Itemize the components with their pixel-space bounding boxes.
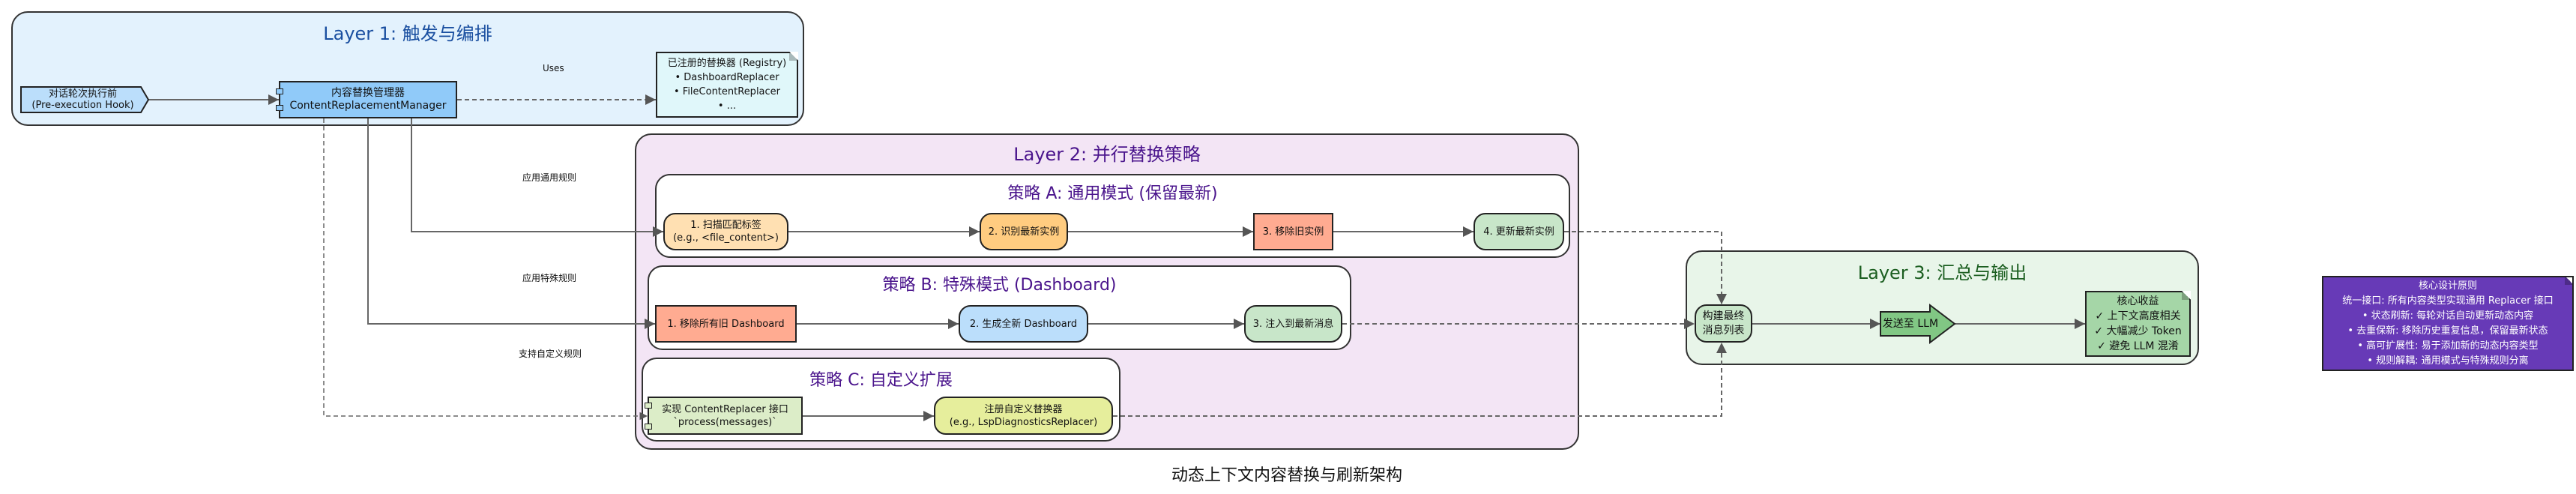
step-label: 1. 扫描匹配标签 [690, 220, 761, 231]
send-arrow-shape [1880, 303, 1956, 345]
strategy-a-step-2: 2. 识别最新实例 [980, 213, 1068, 250]
layer1-title: Layer 1: 触发与编排 [323, 23, 492, 44]
step-label: 3. 移除旧实例 [1262, 226, 1324, 238]
layer2-title: Layer 2: 并行替换策略 [1013, 144, 1201, 165]
uses-label: Uses [543, 63, 564, 73]
strategy-a-step-4: 4. 更新最新实例 [1473, 213, 1564, 250]
step-sublabel: `process(messages)` [673, 416, 777, 428]
step-label: 注册自定义替换器 [984, 403, 1063, 415]
strategy-b-title: 策略 B: 特殊模式 (Dashboard) [882, 276, 1117, 295]
component-tab-icon [645, 403, 652, 409]
special-rule-label: 应用特殊规则 [522, 273, 577, 283]
design-principles-note: 核心设计原则 统一接口: 所有内容类型实现通用 Replacer 接口 • 状态… [2322, 276, 2574, 371]
strategy-a-container: 策略 A: 通用模式 (保留最新) [655, 174, 1570, 258]
step-sublabel: (e.g., LspDiagnosticsReplacer) [949, 416, 1098, 428]
principle-item: • 状态刷新: 每轮对话自动更新动态内容 [2362, 310, 2534, 322]
registry-item: • DashboardReplacer [675, 72, 779, 83]
step-sublabel: (e.g., <file_content>) [673, 232, 779, 244]
strategy-a-step-3: 3. 移除旧实例 [1253, 213, 1333, 250]
benefit-item: ✓ 大幅减少 Token [2094, 325, 2182, 337]
build-line-2: 消息列表 [1702, 324, 1745, 337]
step-label: 4. 更新最新实例 [1483, 226, 1554, 238]
hook-line-2: (Pre-execution Hook) [31, 100, 134, 111]
strategy-b-step-2: 2. 生成全新 Dashboard [959, 305, 1088, 343]
registry-note: 已注册的替换器 (Registry) • DashboardReplacer •… [656, 52, 798, 118]
strategy-a-title: 策略 A: 通用模式 (保留最新) [1007, 184, 1218, 203]
step-label: 实现 ContentReplacer 接口 [662, 403, 788, 415]
step-label: 2. 识别最新实例 [988, 226, 1060, 238]
step-label: 1. 移除所有旧 Dashboard [667, 318, 785, 330]
hook-shape [20, 86, 150, 113]
principle-item: • 高可扩展性: 易于添加新的动态内容类型 [2357, 340, 2539, 352]
benefits-title: 核心收益 [2117, 295, 2159, 307]
strategy-c-step-2: 注册自定义替换器 (e.g., LspDiagnosticsReplacer) [934, 397, 1113, 435]
content-replacement-manager: 内容替换管理器 ContentReplacementManager [276, 81, 457, 118]
build-message-list: 构建最终 消息列表 [1695, 304, 1752, 343]
general-rule-label: 应用通用规则 [522, 172, 577, 183]
registry-title: 已注册的替换器 (Registry) [667, 58, 787, 69]
strategy-c-step-1: 实现 ContentReplacer 接口 `process(messages)… [645, 397, 803, 435]
edge-manager-to-strategy-c [323, 118, 648, 421]
principle-item: 统一接口: 所有内容类型实现通用 Replacer 接口 [2342, 295, 2554, 307]
manager-line-2: ContentReplacementManager [289, 100, 447, 112]
registry-item: • ... [717, 100, 737, 112]
layer3-title: Layer 3: 汇总与输出 [1857, 262, 2027, 283]
benefit-item: ✓ 避免 LLM 混淆 [2097, 340, 2179, 352]
principle-item: • 去重保新: 移除历史重复信息，保留最新状态 [2347, 325, 2548, 337]
send-label: 发送至 LLM [1882, 317, 1939, 330]
strategy-a-step-1: 1. 扫描匹配标签 (e.g., <file_content>) [663, 213, 788, 250]
step-label: 2. 生成全新 Dashboard [969, 318, 1078, 330]
benefits-note: 核心收益 ✓ 上下文高度相关 ✓ 大幅减少 Token ✓ 避免 LLM 混淆 [2085, 291, 2191, 357]
benefit-item: ✓ 上下文高度相关 [2095, 310, 2181, 322]
component-tab-icon [645, 424, 652, 430]
component-tab-icon [276, 105, 283, 111]
diagram-caption: 动态上下文内容替换与刷新架构 [1171, 466, 1402, 485]
custom-rule-label: 支持自定义规则 [519, 349, 582, 359]
manager-line-1: 内容替换管理器 [331, 87, 405, 99]
hook-line-1: 对话轮次执行前 [48, 88, 117, 100]
strategy-b-step-3: 3. 注入到最新消息 [1244, 305, 1342, 343]
edge-manager-to-strategy-a [411, 118, 663, 237]
build-line-1: 构建最终 [1702, 310, 1745, 322]
principle-item: • 规则解耦: 通用模式与特殊规则分离 [2367, 355, 2529, 367]
strategy-c-title: 策略 C: 自定义扩展 [809, 371, 953, 390]
component-tab-icon [276, 88, 283, 94]
send-to-llm: 发送至 LLM [1880, 312, 1940, 336]
registry-item: • FileContentReplacer [673, 86, 781, 97]
strategy-b-step-1: 1. 移除所有旧 Dashboard [655, 305, 797, 343]
principles-title: 核心设计原则 [2418, 280, 2477, 292]
edge-c2-to-build [1113, 343, 1727, 417]
step-label: 3. 注入到最新消息 [1252, 318, 1334, 330]
edge-a4-to-build [1564, 231, 1727, 304]
pre-execution-hook: 对话轮次执行前 (Pre-execution Hook) [21, 87, 145, 112]
edge-manager-to-strategy-b [367, 118, 655, 329]
